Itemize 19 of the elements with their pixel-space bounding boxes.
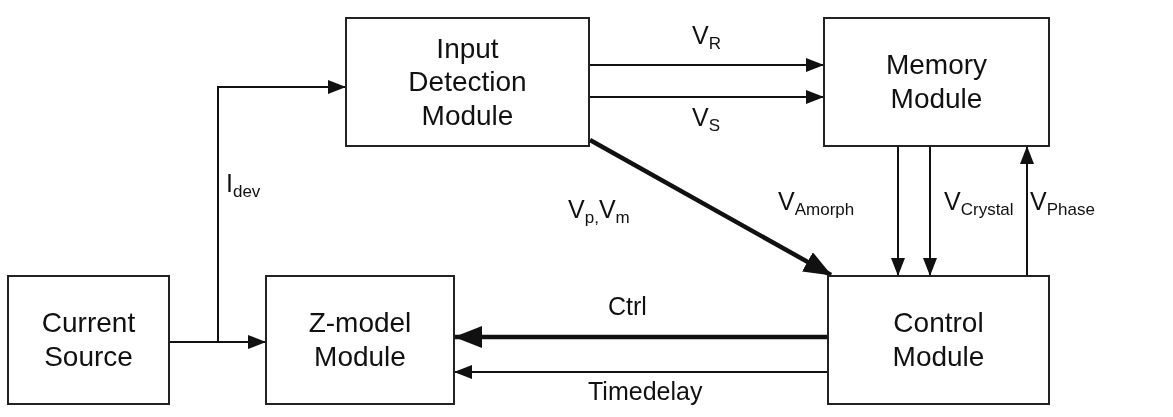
module-box: [827, 275, 1050, 405]
module-box: [7, 275, 170, 405]
arrow: [923, 146, 937, 276]
edge-label: Timedelay: [588, 378, 703, 406]
arrow: [1020, 146, 1034, 276]
module-label: Memory Module: [884, 48, 989, 116]
module-box: [265, 275, 455, 405]
arrow: [891, 146, 905, 276]
module-label: Control Module: [891, 306, 986, 374]
module-box: [345, 17, 590, 147]
arrow: [589, 90, 824, 104]
module-label: Z-model Module: [307, 306, 413, 374]
module-box: [823, 17, 1050, 147]
arrow: [169, 335, 266, 349]
module-label: Input Detection Module: [407, 31, 528, 133]
arrow: [589, 58, 824, 72]
arrow: [454, 326, 827, 348]
arrow: [454, 365, 828, 379]
module-label: Current Source: [40, 306, 137, 374]
